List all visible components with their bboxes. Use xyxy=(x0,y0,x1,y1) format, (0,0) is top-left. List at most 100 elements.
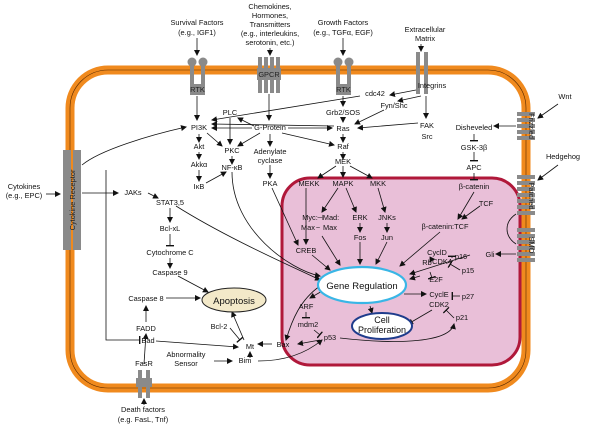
node-nf-kb: NF-κB xyxy=(222,163,243,172)
edge-jaks-stat xyxy=(147,192,159,199)
smo-receptor: SMO xyxy=(517,228,536,262)
node-mad-max: Mad: xyxy=(323,213,339,222)
node-adenylate-cyclase: Adenylate xyxy=(254,147,287,156)
node-abnormality-sensor: Abnormality xyxy=(166,350,205,359)
nucleus xyxy=(280,176,522,367)
survival-factors-example: (e.g., IGF1) xyxy=(178,28,216,37)
node-plc: PLC xyxy=(223,108,238,117)
node-p15: p15 xyxy=(462,266,474,275)
edge-wnt-frizzled xyxy=(537,103,559,119)
node-grb2-sos: Grb2/SOS xyxy=(326,108,360,117)
integrins-receptor: Integrins xyxy=(416,52,446,94)
node-mt: Mt xyxy=(246,342,254,351)
hormones-label: Hormones, xyxy=(252,11,288,20)
edge-nfkb-gene xyxy=(231,171,321,278)
edge-gprotein-raf xyxy=(281,132,335,147)
edge-integrins-fynshc xyxy=(397,95,422,103)
edge-cdc42-pi3k xyxy=(211,95,361,123)
edge-e2f-gene xyxy=(409,274,421,281)
cytokines-example: (e.g., EPC) xyxy=(6,191,43,200)
serotonin-label: serotonin, etc.) xyxy=(246,38,295,47)
death-factors-example: (e.g. FasL, Tnf) xyxy=(118,415,168,424)
integrins-label: Integrins xyxy=(418,81,447,90)
edge-myc-gene xyxy=(321,235,341,266)
node-cycd: CyclD xyxy=(427,248,447,257)
node-bcl2: Bcl-2 xyxy=(211,322,228,331)
edge-tcf-bcattcf xyxy=(461,205,481,220)
rtk-left-receptor: RTK xyxy=(187,57,208,95)
node-jun: Jun xyxy=(381,233,393,242)
node-p16: p16 xyxy=(455,252,467,261)
node-gsk3b: GSK-3β xyxy=(461,143,487,152)
node-cyce: CyclE xyxy=(429,290,448,299)
edge-bim-p53 xyxy=(257,339,323,362)
node-erk: ERK xyxy=(352,213,367,222)
patched-label: Patched xyxy=(527,182,536,209)
edge-gene-bax-up xyxy=(284,285,321,341)
node-mkk: MKK xyxy=(370,179,386,188)
wnt-label: Wnt xyxy=(558,92,571,101)
edge-ras-pi3k xyxy=(211,121,335,128)
node-fak: FAK xyxy=(420,121,434,130)
edge-mek-mekk xyxy=(317,165,337,179)
node-myc-max-2: Max xyxy=(301,223,315,232)
growth-factors-label: Growth Factors xyxy=(318,18,369,27)
node-bcl-xl: Bcl-xL xyxy=(160,224,181,233)
edge-gprotein-pkc xyxy=(237,132,261,147)
node-p53: p53 xyxy=(324,333,336,342)
cell-proliferation-label: Cell xyxy=(374,315,390,325)
edge-fynshc-ras xyxy=(354,109,385,125)
edge-mdm2-p53 xyxy=(313,329,323,339)
node-src: Src xyxy=(421,132,432,141)
node-disheveled: Disheveled xyxy=(456,123,493,132)
edge-p15-cycd xyxy=(447,260,461,271)
node-p21: p21 xyxy=(456,313,468,322)
cytokines-label: Cytokines xyxy=(8,182,41,191)
rtk-left-label: RTK xyxy=(190,85,205,94)
node-raf: Raf xyxy=(337,142,349,151)
edge-creb-gene xyxy=(311,254,331,271)
edge-rb-e2f xyxy=(427,271,436,280)
node-e2f: E2F xyxy=(429,275,443,284)
node-mapk: MAPK xyxy=(333,179,354,188)
edge-mapk-mycmad xyxy=(321,187,339,213)
chemokines-label: Chemokines, xyxy=(248,2,291,11)
apoptosis-node xyxy=(201,287,267,313)
edge-ikb-nfkb xyxy=(205,171,227,184)
node-caspase8: Caspase 8 xyxy=(128,294,163,303)
node-g-protein: G-Protein xyxy=(254,123,286,132)
edge-cdk2-proliferation xyxy=(407,309,433,325)
node-bcat-tcf: β-catenin:TCF xyxy=(422,222,469,231)
edge-gene-proliferation xyxy=(367,305,374,314)
edge-bad-mt xyxy=(155,340,239,350)
node-myc-max: Myc: xyxy=(302,213,318,222)
edge-mkk-jnks xyxy=(377,187,387,213)
edge-stat-gene xyxy=(175,205,321,281)
edge-jun-gene xyxy=(375,241,388,265)
node-cdk2: CDK2 xyxy=(429,300,449,309)
node-akt: Akt xyxy=(194,142,205,151)
frizzled-label: Frizzled xyxy=(527,113,536,139)
edge-bcl2-mt xyxy=(229,327,244,343)
cytokine-receptor-label: Cytokine Receptor xyxy=(68,169,77,230)
node-ras: Ras xyxy=(336,124,349,133)
node-akk-alpha: Akkα xyxy=(191,160,208,169)
node-mad-max-2: Max xyxy=(323,223,337,232)
edge-cycd-rb xyxy=(429,256,435,263)
gpcr-label: GPCR xyxy=(258,70,279,79)
interleukins-label: (e.g., interleukins, xyxy=(241,29,299,38)
node-apc: APC xyxy=(466,163,482,172)
mad-dash: − xyxy=(316,223,320,232)
edge-mek-mkk xyxy=(349,165,373,179)
node-mekk: MEKK xyxy=(299,179,320,188)
growth-factors-example: (e.g., TGFα, EGF) xyxy=(313,28,373,37)
edge-hedgehog-patched xyxy=(537,164,559,181)
node-arf: ARF xyxy=(299,302,314,311)
node-pi3k: PI3K xyxy=(191,123,207,132)
rtk-right-label: RTK xyxy=(336,85,351,94)
edge-fasr-fadd xyxy=(142,333,149,365)
edge-p53-p21 xyxy=(339,323,456,342)
edge-casp9-apoptosis xyxy=(177,275,209,293)
mad-tbar: ⊣ xyxy=(317,213,323,222)
